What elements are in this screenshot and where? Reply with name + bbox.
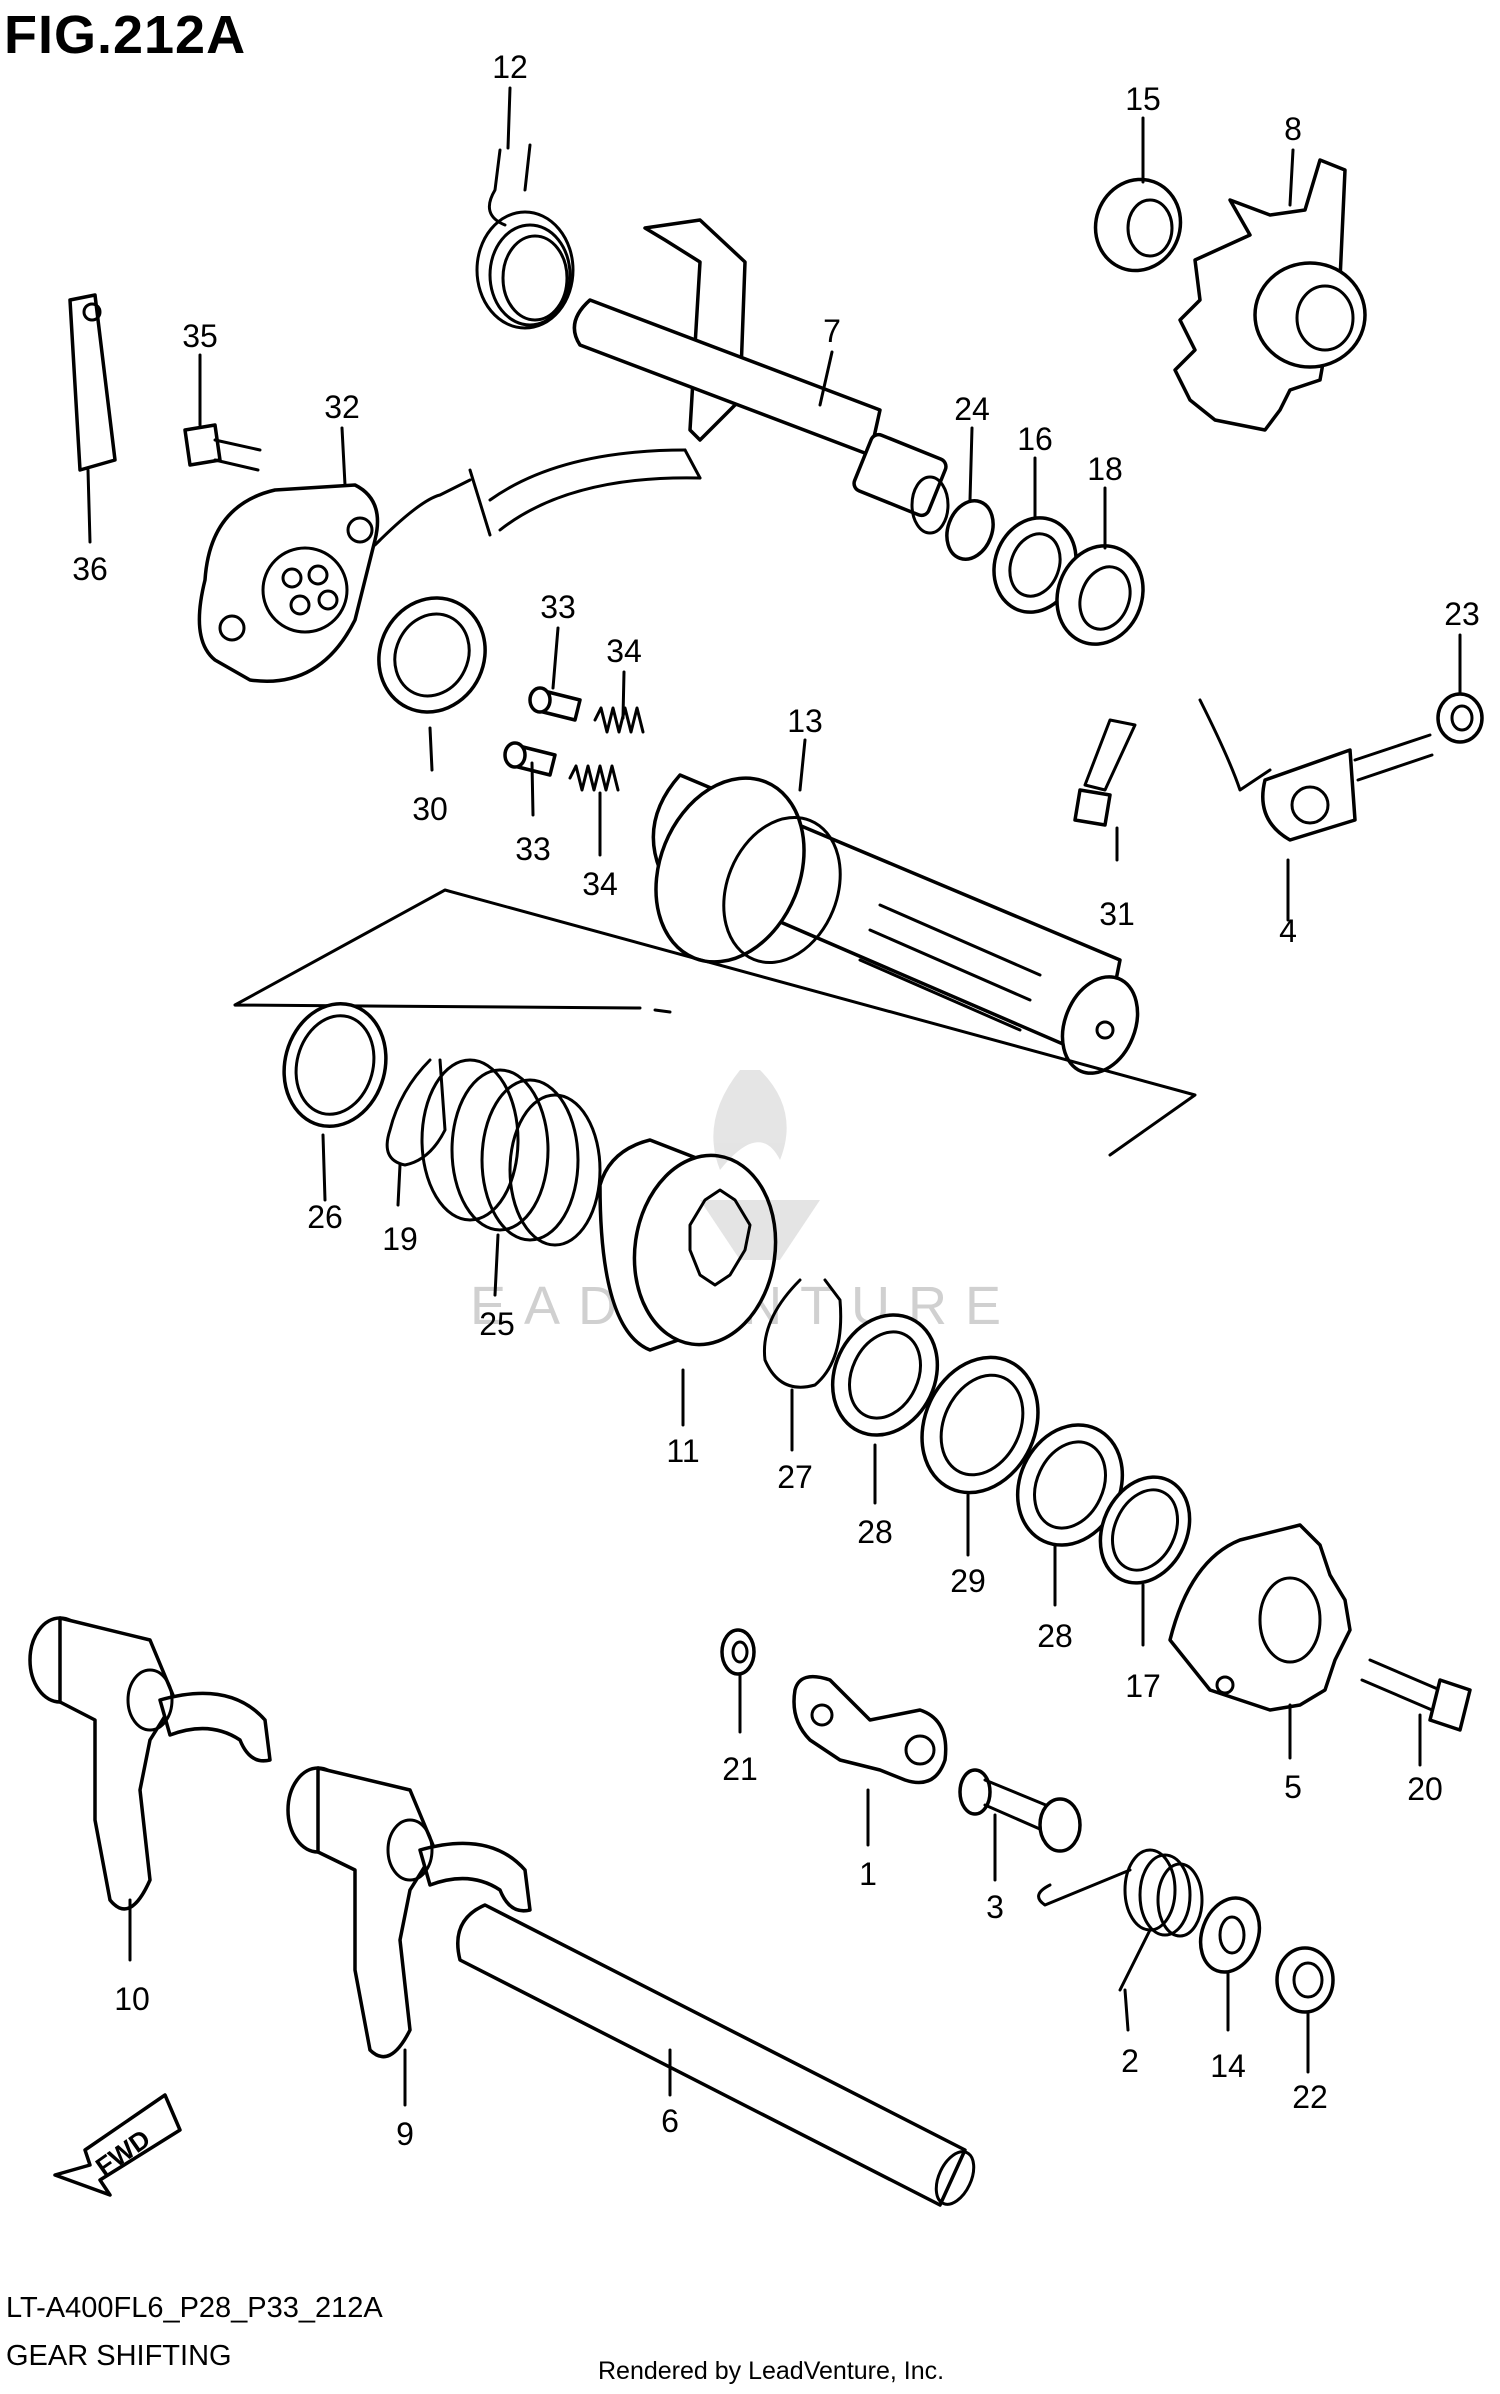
part-8-shift-cam-gear bbox=[1173, 158, 1367, 432]
callout-labels: 12 15 8 35 32 7 24 16 18 36 33 34 23 13 … bbox=[72, 49, 1480, 2152]
callout-3: 3 bbox=[986, 1889, 1004, 1925]
callout-34b: 34 bbox=[582, 866, 618, 902]
part-33-pin-upper bbox=[528, 686, 582, 722]
callout-16: 16 bbox=[1017, 421, 1053, 457]
callout-32: 32 bbox=[324, 389, 360, 425]
part-11-sleeve bbox=[598, 1138, 778, 1352]
part-24-circlip bbox=[945, 499, 995, 561]
part-27-circlip bbox=[762, 1278, 843, 1389]
part-35-bolt bbox=[183, 423, 262, 472]
fwd-arrow-icon: FWD bbox=[53, 2093, 182, 2197]
part-26-o-ring bbox=[282, 1001, 388, 1129]
callout-18: 18 bbox=[1087, 451, 1123, 487]
callout-7: 7 bbox=[823, 313, 841, 349]
part-22-nut bbox=[1275, 1946, 1335, 2014]
callout-1: 1 bbox=[859, 1856, 877, 1892]
part-34-spring-lower bbox=[568, 764, 620, 792]
part-23-nut bbox=[1436, 692, 1484, 744]
part-15-washer bbox=[1093, 177, 1183, 273]
callout-29: 29 bbox=[950, 1563, 986, 1599]
subassembly-bracket bbox=[233, 888, 1197, 1157]
callout-28a: 28 bbox=[857, 1514, 893, 1550]
part-17-washer bbox=[1098, 1475, 1192, 1585]
part-36-clip bbox=[68, 293, 117, 472]
part-16-washer bbox=[992, 516, 1078, 614]
callout-4: 4 bbox=[1279, 913, 1297, 949]
part-28-washer-a bbox=[830, 1313, 940, 1437]
part-32-gear-position-sensor bbox=[197, 448, 702, 683]
callout-25: 25 bbox=[479, 1306, 515, 1342]
callout-17: 17 bbox=[1125, 1668, 1161, 1704]
figure-name: GEAR SHIFTING bbox=[6, 2340, 232, 2372]
part-6-fork-shaft bbox=[456, 1903, 976, 2207]
callout-36: 36 bbox=[72, 551, 108, 587]
part-4-rod-end bbox=[1198, 698, 1434, 842]
part-25-spring bbox=[420, 1058, 602, 1247]
part-19-circlip bbox=[385, 1058, 447, 1167]
rendered-by-credit: Rendered by LeadVenture, Inc. bbox=[598, 2357, 945, 2385]
part-14-washer bbox=[1198, 1896, 1262, 1974]
part-10-shift-fork bbox=[28, 1616, 272, 1911]
callout-28b: 28 bbox=[1037, 1618, 1073, 1654]
part-2-spring bbox=[1037, 1848, 1204, 1992]
callout-33b: 33 bbox=[515, 831, 551, 867]
callout-9: 9 bbox=[396, 2116, 414, 2152]
part-20-bolt bbox=[1360, 1658, 1472, 1732]
callout-31: 31 bbox=[1099, 896, 1135, 932]
model-code: LT-A400FL6_P28_P33_212A bbox=[6, 2292, 383, 2324]
callout-33a: 33 bbox=[540, 589, 576, 625]
callout-5: 5 bbox=[1284, 1769, 1302, 1805]
part-9-shift-fork bbox=[286, 1766, 532, 2059]
callout-15: 15 bbox=[1125, 81, 1161, 117]
part-31-bolt bbox=[1073, 718, 1137, 827]
part-34-spring-upper bbox=[593, 706, 645, 734]
part-7-gearshift-shaft bbox=[572, 218, 950, 535]
callout-19: 19 bbox=[382, 1221, 418, 1257]
callout-12: 12 bbox=[492, 49, 528, 85]
callout-10: 10 bbox=[114, 1981, 150, 2017]
callout-11: 11 bbox=[666, 1433, 699, 1469]
callout-30: 30 bbox=[412, 791, 448, 827]
part-18-oil-seal bbox=[1055, 544, 1145, 646]
callout-23: 23 bbox=[1444, 596, 1480, 632]
part-12-spring bbox=[475, 143, 575, 330]
callout-27: 27 bbox=[777, 1459, 813, 1495]
callout-6: 6 bbox=[661, 2103, 679, 2139]
callout-34a: 34 bbox=[606, 633, 642, 669]
figure-title: FIG.212A bbox=[4, 5, 247, 65]
watermark-logo-icon bbox=[700, 1070, 820, 1260]
part-21-washer bbox=[720, 1628, 756, 1676]
part-3-bolt bbox=[958, 1768, 1082, 1853]
part-13-gearshift-cam bbox=[651, 773, 1140, 1075]
callout-22: 22 bbox=[1292, 2079, 1328, 2115]
callout-8: 8 bbox=[1284, 111, 1302, 147]
part-28-washer-b bbox=[1015, 1423, 1125, 1547]
leader-lines bbox=[86, 86, 1462, 2107]
callout-26: 26 bbox=[307, 1199, 343, 1235]
part-29-clutch-ring bbox=[920, 1355, 1040, 1495]
callout-24: 24 bbox=[954, 391, 990, 427]
callout-21: 21 bbox=[722, 1751, 758, 1787]
part-30-o-ring bbox=[377, 596, 487, 714]
callout-2: 2 bbox=[1121, 2043, 1139, 2079]
callout-13: 13 bbox=[787, 703, 823, 739]
part-1-stopper-arm bbox=[792, 1674, 948, 1785]
callout-20: 20 bbox=[1407, 1771, 1443, 1807]
callout-14: 14 bbox=[1210, 2048, 1246, 2084]
part-33-pin-lower bbox=[503, 741, 557, 777]
callout-35: 35 bbox=[182, 318, 218, 354]
part-5-cam-plate bbox=[1168, 1523, 1352, 1712]
